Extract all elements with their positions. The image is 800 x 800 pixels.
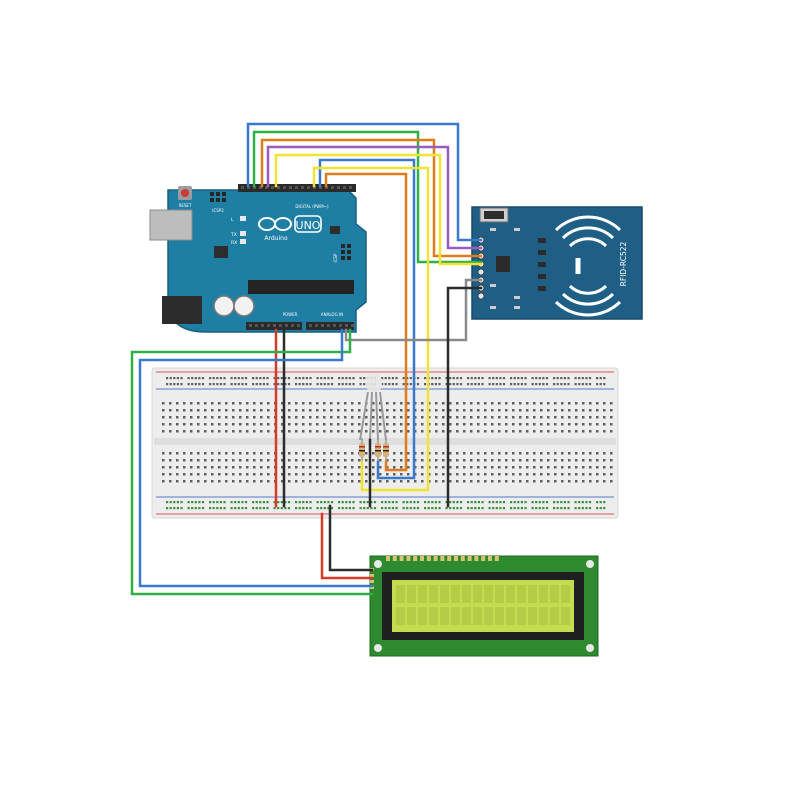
- wire-purple: [266, 145, 483, 250]
- microcontroller-chip: [248, 280, 354, 294]
- rgb-led: [359, 374, 387, 441]
- usb-port: [149, 209, 193, 241]
- wire-red: [320, 512, 374, 580]
- uno-label: UNO: [296, 219, 321, 232]
- wire-yellow: [312, 166, 430, 492]
- brand-label: Arduino: [264, 235, 288, 242]
- capacitor: [213, 295, 235, 317]
- wire-blue: [138, 328, 374, 588]
- power-label: POWER: [283, 312, 298, 317]
- wire-gray: [344, 278, 483, 342]
- power-jack: [162, 296, 202, 324]
- wire-yellow: [274, 153, 483, 266]
- lcd-16x2-display: [369, 555, 599, 657]
- wire-orange: [260, 138, 483, 258]
- rfid-model-label: RFID-RC522: [619, 241, 628, 286]
- wire-orange: [324, 172, 408, 472]
- arduino-logo: UNO Arduino: [258, 215, 322, 242]
- wire-black: [328, 504, 374, 572]
- rx-label: RX: [231, 240, 237, 246]
- tx-label: TX: [230, 232, 237, 238]
- icsp-header: [341, 244, 351, 260]
- icsp2-header: [210, 192, 226, 202]
- arduino-uno-board: RESET ICSP2 DIGITAL (PWM~) L TX RX UNO A…: [149, 184, 367, 333]
- icsp-label: ICSP: [333, 253, 338, 263]
- antenna-icon: [554, 215, 622, 317]
- resistor: [359, 438, 365, 462]
- wire-green: [130, 328, 374, 596]
- l-label: L: [231, 217, 234, 223]
- analog-label: ANALOG IN: [321, 312, 343, 317]
- capacitor: [233, 295, 255, 317]
- resistor: [375, 438, 381, 462]
- wire-blue: [246, 122, 483, 242]
- reset-label: RESET: [179, 203, 192, 208]
- wire-blue: [318, 158, 416, 480]
- digital-label: DIGITAL (PWM~): [295, 204, 329, 209]
- icsp2-label: ICSP2: [212, 208, 224, 213]
- resistor: [383, 438, 389, 462]
- rfid-rc522-module: RFID-RC522: [471, 206, 643, 320]
- wire-black: [446, 286, 483, 508]
